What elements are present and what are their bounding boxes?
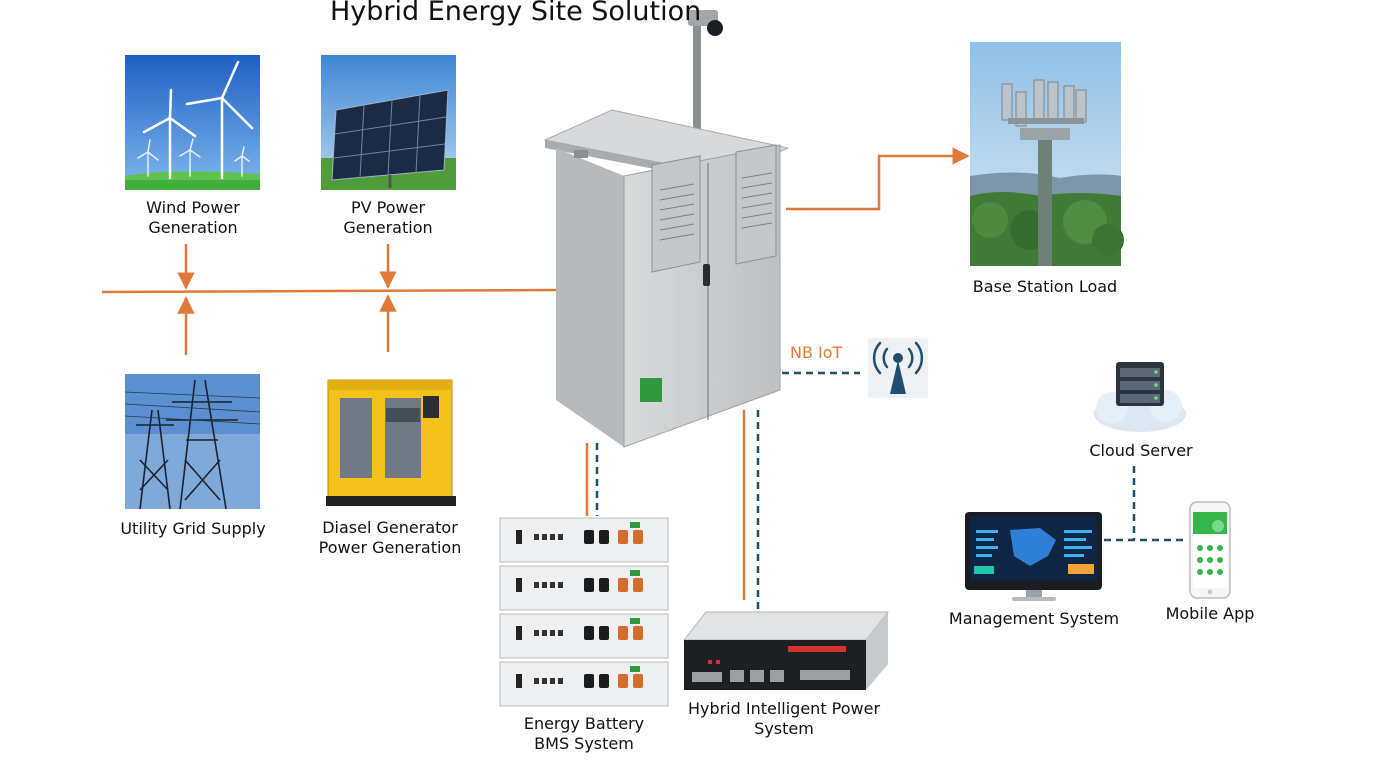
ac-bus-line	[102, 290, 556, 292]
label-pv-power: PV Power Generation	[323, 198, 453, 238]
battery-module	[500, 662, 668, 706]
management-monitor-image	[965, 512, 1102, 601]
base-station-image	[970, 42, 1124, 266]
label-mobile-app: Mobile App	[1150, 604, 1270, 624]
wind-power-image	[125, 55, 260, 190]
battery-module	[500, 566, 668, 610]
label-hybrid-power-system: Hybrid Intelligent Power System	[660, 699, 908, 739]
label-nb-iot: NB IoT	[790, 343, 842, 362]
battery-stack-image	[500, 518, 668, 706]
outdoor-cabinet	[545, 10, 788, 447]
label-management-system: Management System	[944, 609, 1124, 629]
label-battery-bms: Energy Battery BMS System	[504, 714, 664, 754]
cloud-server-icon	[1094, 362, 1186, 432]
label-wind-power: Wind Power Generation	[128, 198, 258, 238]
label-base-station: Base Station Load	[960, 277, 1130, 297]
label-cloud-server: Cloud Server	[1076, 441, 1206, 461]
arrow-base-station	[786, 156, 968, 209]
hybrid-power-rack-image	[684, 612, 888, 690]
utility-grid-image	[125, 374, 260, 509]
label-utility-grid: Utility Grid Supply	[108, 519, 278, 539]
mobile-phone-image	[1190, 502, 1230, 598]
battery-module	[500, 518, 668, 562]
battery-module	[500, 614, 668, 658]
diagram-title: Hybrid Energy Site Solution	[330, 0, 690, 27]
label-diesel-generator: Diasel Generator Power Generation	[309, 518, 471, 558]
diesel-generator-image	[326, 380, 456, 506]
antenna-icon	[868, 338, 928, 398]
pv-power-image	[321, 55, 456, 190]
